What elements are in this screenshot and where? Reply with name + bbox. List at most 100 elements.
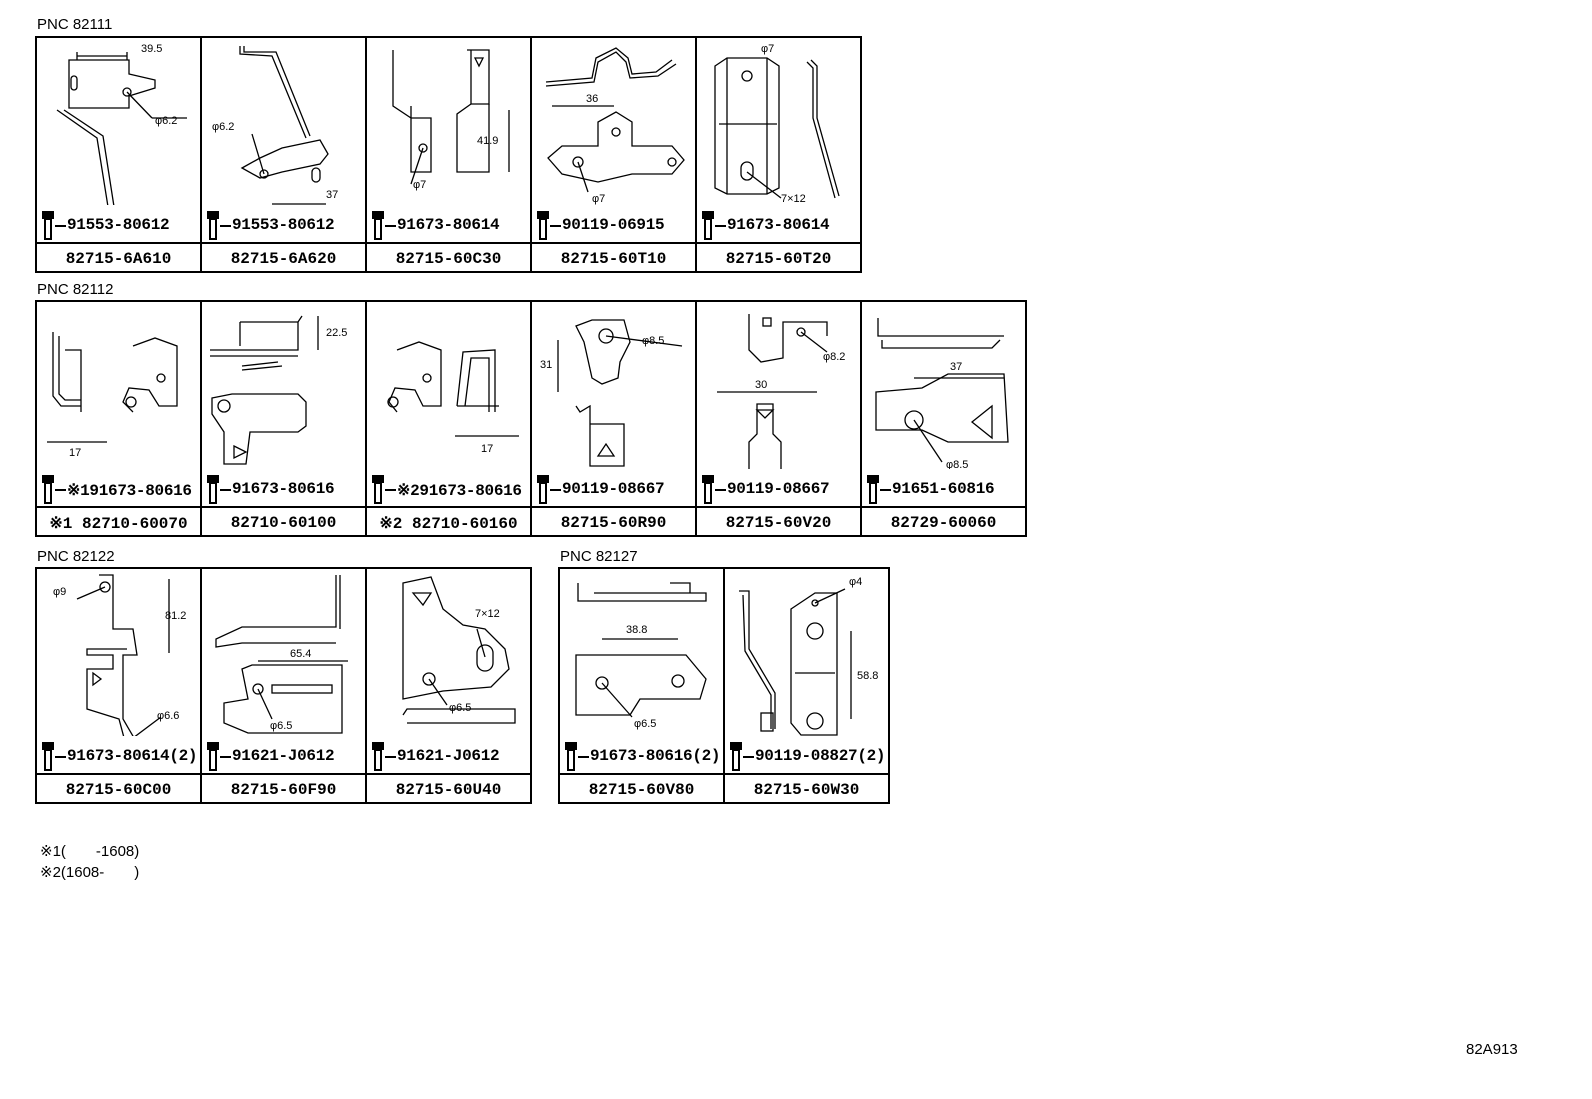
bolt-part-number[interactable]: ※291673-80616 (385, 482, 522, 500)
bolt-part-number[interactable]: 91621-J0612 (219, 747, 335, 765)
bolt-callout[interactable]: 91673-80616(2) (564, 737, 723, 773)
dim-label: 58.8 (857, 670, 878, 682)
bolt-callout[interactable]: 91553-80612 (206, 206, 365, 242)
bolt-callout[interactable]: 91673-80614 (701, 206, 860, 242)
footnote-1: ※1( -1608) (40, 843, 140, 860)
part-cell[interactable]: φ9 81.2 φ6.6 91673-80614(2) 82715-60C00 (37, 569, 200, 802)
bolt-part-number[interactable]: 91673-80614 (714, 216, 830, 234)
bolt-callout[interactable]: 90119-08667 (701, 470, 860, 506)
bolt-callout[interactable]: ※291673-80616 (371, 470, 530, 506)
bolt-icon (702, 475, 714, 504)
part-number[interactable]: 82715-60W30 (725, 773, 888, 804)
bolt-part-number[interactable]: 91673-80614 (384, 216, 500, 234)
bolt-callout[interactable]: 90119-06915 (536, 206, 695, 242)
part-cell[interactable]: 41.9 φ7 91673-80614 82715-60C30 (365, 38, 530, 271)
bolt-icon (537, 475, 549, 504)
part-number[interactable]: ※2 82710-60160 (367, 506, 530, 537)
bolt-part-number[interactable]: 91651-60816 (879, 480, 995, 498)
part-cell[interactable]: φ6.2 37 91553-80612 82715-6A620 (200, 38, 365, 271)
bracket-drawing: 7×12 φ6.5 (367, 569, 530, 736)
part-cell[interactable]: 65.4 φ6.5 91621-J0612 82715-60F90 (200, 569, 365, 802)
bracket-drawing: 17 (367, 302, 530, 469)
part-number[interactable]: 82715-6A610 (37, 242, 200, 273)
part-number[interactable]: 82715-60T10 (532, 242, 695, 273)
part-cell[interactable]: 30 φ8.2 90119-08667 82715-60V20 (695, 302, 860, 535)
bolt-part-number[interactable]: ※191673-80616 (55, 482, 192, 500)
part-cell[interactable]: φ7 7×12 91673-80614 82715-60T20 (695, 38, 860, 271)
dim-label: 17 (481, 443, 493, 455)
dim-label: 22.5 (326, 327, 347, 339)
dim-label: φ6.5 (270, 720, 292, 732)
bolt-callout[interactable]: 91621-J0612 (206, 737, 365, 773)
part-number[interactable]: 82729-60060 (862, 506, 1025, 537)
dim-label: 37 (950, 361, 962, 373)
dim-label: 41.9 (477, 135, 498, 147)
bolt-part-number[interactable]: 91553-80612 (54, 216, 170, 234)
pnc-82112-title: PNC 82112 (37, 281, 114, 298)
bolt-icon (565, 742, 577, 771)
bolt-icon (372, 211, 384, 240)
bracket-drawing: 17 (37, 302, 200, 469)
dim-label: 31 (540, 359, 552, 371)
part-number[interactable]: 82715-60R90 (532, 506, 695, 537)
bolt-icon (867, 475, 879, 504)
bolt-part-number[interactable]: 90119-08667 (714, 480, 830, 498)
bolt-callout[interactable]: 91673-80614 (371, 206, 530, 242)
group-pnc-82127: 38.8 φ6.5 91673-80616(2) 82715-60V80 φ4 … (558, 567, 890, 804)
bolt-part-number[interactable]: 91621-J0612 (384, 747, 500, 765)
bolt-callout[interactable]: 91673-80616 (206, 470, 365, 506)
part-cell[interactable]: 36 φ7 90119-06915 82715-60T10 (530, 38, 695, 271)
bolt-part-number[interactable]: 91673-80614(2) (54, 747, 198, 765)
dim-label: φ6.2 (212, 121, 234, 133)
part-number[interactable]: 82715-60V80 (560, 773, 723, 804)
dim-label: 37 (326, 189, 338, 201)
bolt-icon (730, 742, 742, 771)
bolt-callout[interactable]: 91651-60816 (866, 470, 1025, 506)
part-cell[interactable]: 31 φ8.5 90119-08667 82715-60R90 (530, 302, 695, 535)
bolt-callout[interactable]: 90119-08667 (536, 470, 695, 506)
bolt-part-number[interactable]: 91673-80616(2) (577, 747, 721, 765)
part-number[interactable]: 82715-60V20 (697, 506, 860, 537)
diagram-code: 82A913 (1466, 1041, 1518, 1058)
part-number[interactable]: 82715-60C30 (367, 242, 530, 273)
part-cell[interactable]: 17 ※191673-80616 ※1 82710-60070 (37, 302, 200, 535)
bracket-drawing: φ7 7×12 (697, 38, 860, 205)
bolt-part-number[interactable]: 90119-08667 (549, 480, 665, 498)
bolt-callout[interactable]: 91621-J0612 (371, 737, 530, 773)
bracket-drawing: φ6.2 37 (202, 38, 365, 205)
pnc-82122-title: PNC 82122 (37, 548, 115, 565)
bolt-part-number[interactable]: 91553-80612 (219, 216, 335, 234)
bolt-callout[interactable]: 90119-08827(2) (729, 737, 888, 773)
bolt-callout[interactable]: ※191673-80616 (41, 470, 200, 506)
bracket-drawing: 65.4 φ6.5 (202, 569, 365, 736)
part-number[interactable]: 82715-60T20 (697, 242, 860, 273)
part-number[interactable]: ※1 82710-60070 (37, 506, 200, 537)
part-number[interactable]: 82710-60100 (202, 506, 365, 537)
pnc-82127-title: PNC 82127 (560, 548, 638, 565)
bracket-drawing: 38.8 φ6.5 (560, 569, 723, 736)
bolt-part-number[interactable]: 91673-80616 (219, 480, 335, 498)
part-number[interactable]: 82715-60U40 (367, 773, 530, 804)
bolt-icon (207, 742, 219, 771)
bolt-icon (207, 211, 219, 240)
part-cell[interactable]: 39.5 φ6.2 91553-80612 82715-6A610 (37, 38, 200, 271)
bracket-drawing: φ9 81.2 φ6.6 (37, 569, 200, 736)
bolt-icon (372, 475, 384, 504)
part-number[interactable]: 82715-60F90 (202, 773, 365, 804)
bolt-callout[interactable]: 91553-80612 (41, 206, 200, 242)
bolt-callout[interactable]: 91673-80614(2) (41, 737, 200, 773)
group-pnc-82111: 39.5 φ6.2 91553-80612 82715-6A610 φ6.2 3… (35, 36, 862, 273)
part-cell[interactable]: 22.5 91673-80616 82710-60100 (200, 302, 365, 535)
part-cell[interactable]: 38.8 φ6.5 91673-80616(2) 82715-60V80 (560, 569, 723, 802)
bracket-drawing: φ4 58.8 (725, 569, 888, 736)
part-cell[interactable]: φ4 58.8 90119-08827(2) 82715-60W30 (723, 569, 888, 802)
part-cell[interactable]: 37 φ8.5 91651-60816 82729-60060 (860, 302, 1025, 535)
part-cell[interactable]: 7×12 φ6.5 91621-J0612 82715-60U40 (365, 569, 530, 802)
part-cell[interactable]: 17 ※291673-80616 ※2 82710-60160 (365, 302, 530, 535)
part-number[interactable]: 82715-6A620 (202, 242, 365, 273)
dim-label: φ4 (849, 576, 862, 588)
bolt-part-number[interactable]: 90119-08827(2) (742, 747, 886, 765)
bolt-part-number[interactable]: 90119-06915 (549, 216, 665, 234)
part-number[interactable]: 82715-60C00 (37, 773, 200, 804)
group-pnc-82112: 17 ※191673-80616 ※1 82710-60070 22.5 916… (35, 300, 1027, 537)
